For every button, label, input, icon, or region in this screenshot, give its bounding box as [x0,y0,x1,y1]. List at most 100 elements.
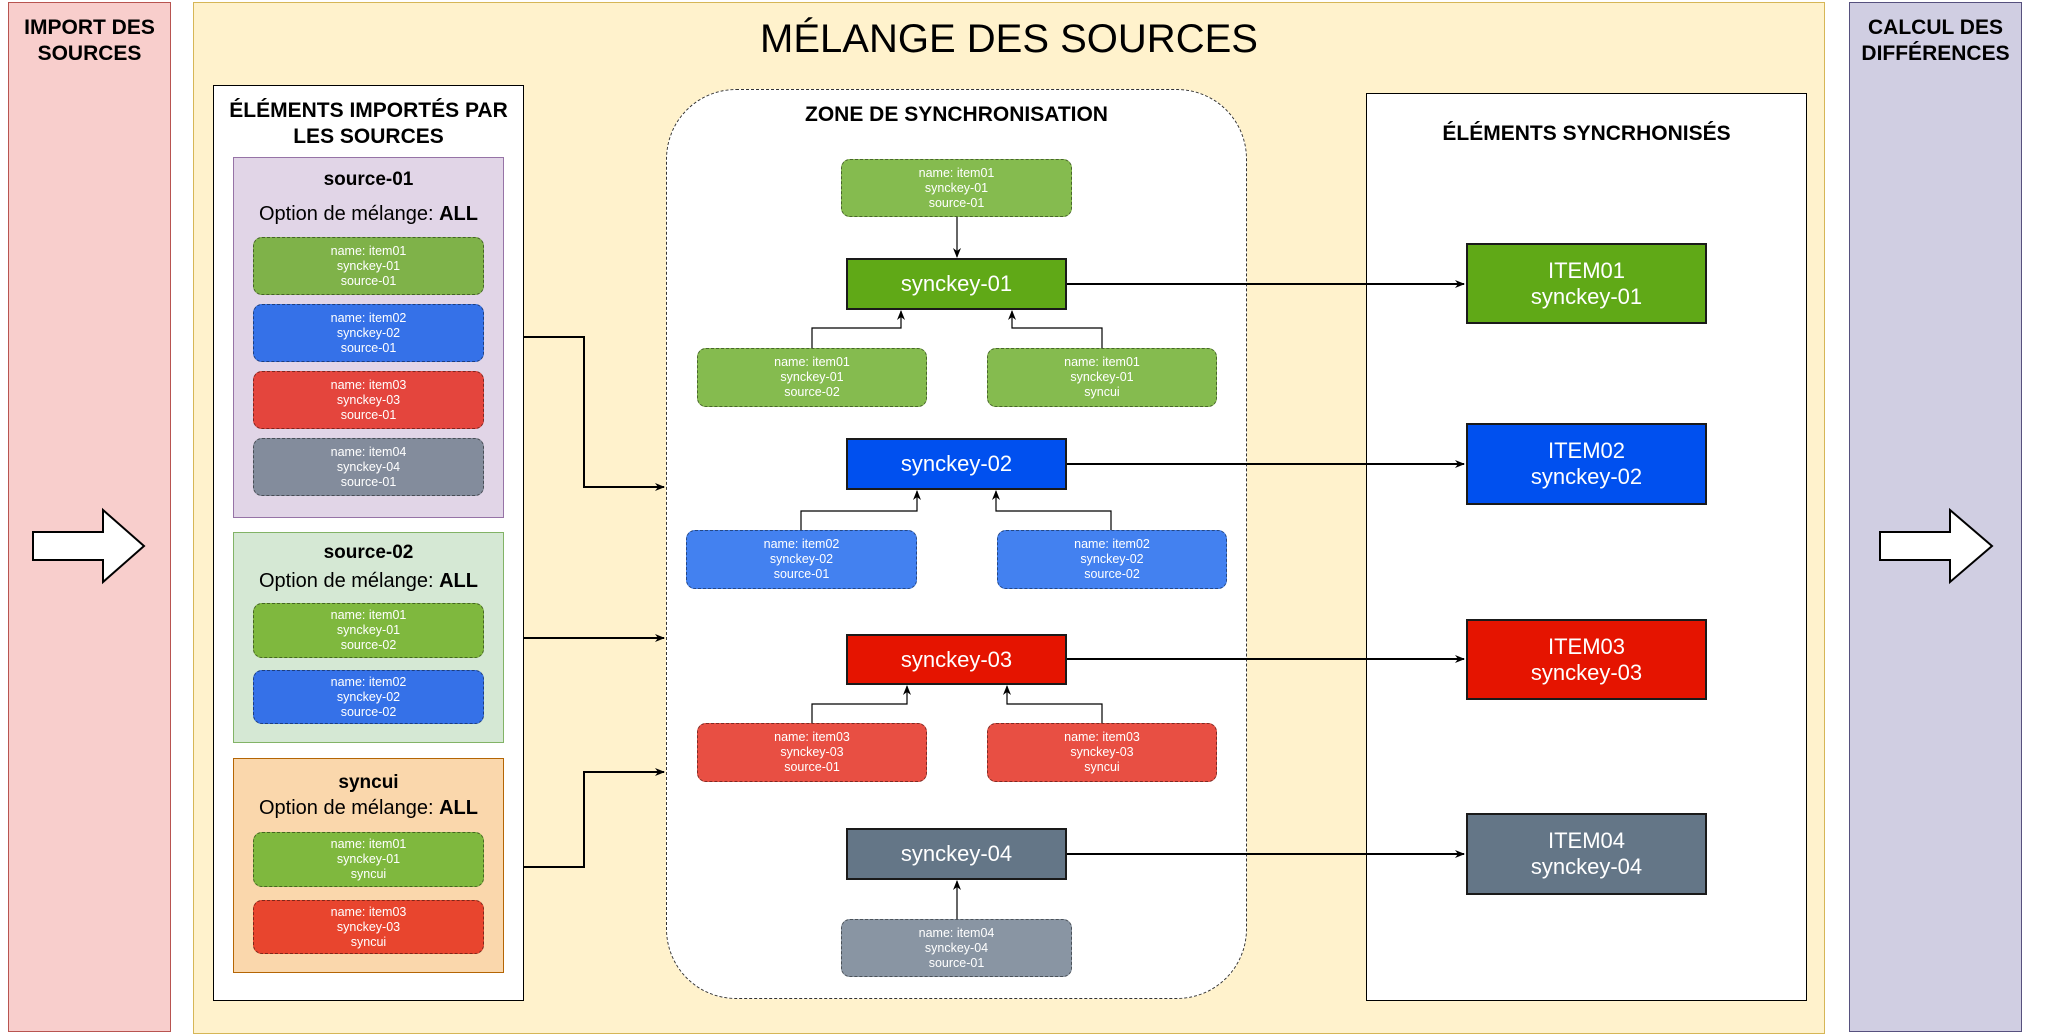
imported-title-line1: ÉLÉMENTS IMPORTÉS PAR [229,99,508,122]
source-group-title: source-01 [323,169,414,190]
item-name: name: item03 [1064,730,1140,744]
synced-item-key: synckey-04 [1530,854,1643,879]
item-key: synckey-01 [336,852,401,866]
imported-elements-title: ÉLÉMENTS IMPORTÉS PAR LES SOURCES [214,98,523,150]
item-source: source-01 [340,407,397,422]
lane-import-sources: IMPORT DES SOURCES [8,2,171,1032]
item-source: source-02 [784,385,840,399]
lane-import-title-line1: IMPORT DES [24,16,155,39]
item-key: synckey-01 [780,370,844,384]
item-source: source-01 [340,273,397,288]
lane-diff-title: CALCUL DES DIFFÉRENCES [1850,15,2021,67]
item-source: source-01 [928,955,985,970]
synced-elements-title: ÉLÉMENTS SYNCRHONISÉS [1442,122,1731,145]
item-name: name: item02 [763,537,840,551]
item-key: synckey-01 [1070,370,1134,384]
item-source: source-01 [928,195,985,210]
item-source: source-01 [340,340,397,355]
item-name: name: item04 [330,444,407,459]
synced-item-name: ITEM03 [1547,633,1626,659]
item-source: source-02 [1084,567,1140,581]
item-source: syncui [1084,385,1120,399]
lane-import-title-line2: SOURCES [37,42,142,65]
item-key: synckey-03 [780,745,844,759]
item-name: name: item01 [918,165,995,180]
mix-title: MÉLANGE DES SOURCES [760,17,1258,61]
synckey-node[interactable]: synckey-03 [846,634,1067,685]
item-source: source-01 [340,474,397,489]
item-name: name: item01 [330,837,407,851]
item-key: synckey-02 [336,325,401,340]
lane-import-title: IMPORT DES SOURCES [9,15,170,67]
merge-option: Option de mélange: ALL [234,202,503,226]
item-key: synckey-04 [336,459,401,474]
item-key: synckey-02 [769,552,834,566]
item-name: name: item03 [330,377,407,392]
merge-option-label: Option de mélange: [258,203,440,225]
item-key: synckey-02 [1080,552,1144,566]
merge-option-value: ALL [439,203,478,225]
synckey-node[interactable]: synckey-02 [846,438,1067,490]
item-key: synckey-03 [336,919,401,934]
item-name: name: item02 [330,674,407,689]
item-source: source-02 [340,704,397,719]
synced-item-name: ITEM02 [1547,438,1626,463]
item-source: source-02 [340,638,397,652]
item-name: name: item04 [918,925,995,940]
item-name: name: item03 [774,730,850,744]
lane-diff-title-line1: CALCUL DES [1868,16,2003,39]
item-key: synckey-02 [336,689,401,704]
item-key: synckey-01 [336,258,401,273]
item-name: name: item01 [1064,355,1140,369]
item-name: name: item02 [330,310,407,325]
synced-item-key: synckey-02 [1530,464,1643,489]
item-key: synckey-01 [924,180,989,195]
synced-item-name: ITEM04 [1547,828,1626,853]
item-key: synckey-04 [924,940,989,955]
item-source: syncui [350,934,387,949]
item-key: synckey-03 [1070,745,1134,759]
synced-item-key: synckey-01 [1530,283,1643,309]
item-source: syncui [1084,760,1120,774]
merge-option: Option de mélange: ALL [234,796,503,820]
item-name: name: item01 [330,243,407,258]
item-name: name: item01 [330,608,407,622]
synced-item-name: ITEM01 [1547,257,1626,283]
merge-option-value: ALL [439,570,478,592]
merge-option-value: ALL [439,797,478,819]
merge-option-label: Option de mélange: [258,570,440,592]
merge-option-label: Option de mélange: [258,797,440,819]
synckey-node[interactable]: synckey-01 [846,258,1067,310]
lane-compute-differences: CALCUL DES DIFFÉRENCES [1849,2,2022,1032]
imported-title-line2: LES SOURCES [293,125,444,148]
item-key: synckey-01 [336,623,401,637]
sync-zone-title: ZONE DE SYNCHRONISATION [805,103,1108,126]
item-source: source-01 [773,567,830,581]
item-source: syncui [350,867,387,881]
source-group-title: syncui [338,772,399,793]
item-key: synckey-03 [336,392,401,407]
item-name: name: item01 [774,355,850,369]
synckey-node[interactable]: synckey-04 [846,828,1067,880]
item-name: name: item02 [1074,537,1150,551]
